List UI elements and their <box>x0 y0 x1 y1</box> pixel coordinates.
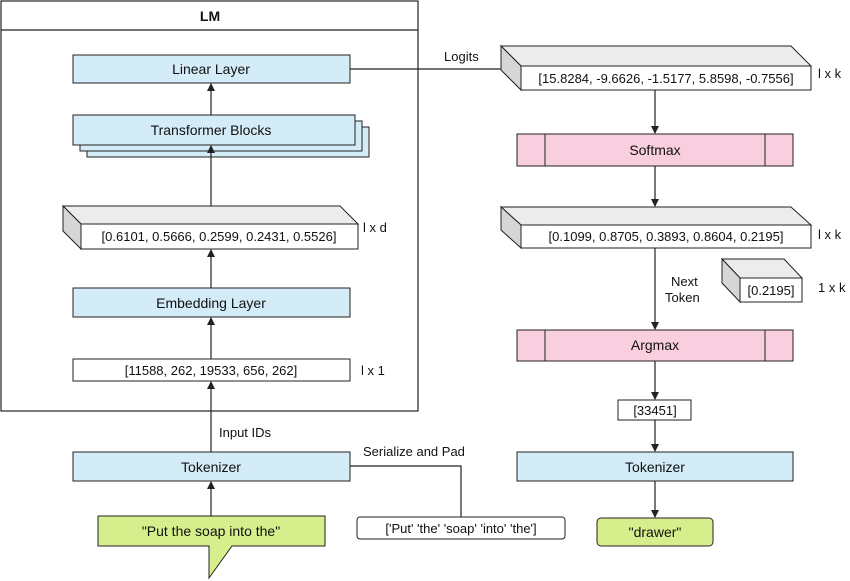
hidden-state-dim: l x d <box>363 220 387 235</box>
tokenizer-left-label: Tokenizer <box>181 459 241 475</box>
prompt-bubble: "Put the soap into the" <box>97 515 326 580</box>
input-ids-dim: l x 1 <box>361 363 385 378</box>
probabilities-values: [0.1099, 0.8705, 0.3893, 0.8604, 0.2195] <box>549 229 784 244</box>
logits-dim: l x k <box>818 66 842 81</box>
result-text: "drawer" <box>629 524 682 540</box>
argmax-label: Argmax <box>631 337 679 353</box>
next-token-label-line2: Token <box>665 290 700 305</box>
hidden-state-vector: [0.6101, 0.5666, 0.2599, 0.2431, 0.5526] <box>61 204 360 251</box>
probabilities-dim: l x k <box>818 227 842 242</box>
embedding-layer-box: Embedding Layer <box>72 287 351 318</box>
next-token-dim: 1 x k <box>818 280 846 295</box>
logits-values: [15.8284, -9.6626, -1.5177, 5.8598, -0.7… <box>538 71 793 86</box>
next-token-label-line1: Next <box>671 274 698 289</box>
input-ids-label: Input IDs <box>219 425 272 440</box>
transformer-blocks-stack: Transformer Blocks <box>72 114 370 158</box>
linear-layer-box: Linear Layer <box>72 54 351 84</box>
tokenizer-box-right: Tokenizer <box>516 451 794 482</box>
input-ids-vector: [11588, 262, 19533, 656, 262] <box>72 358 351 382</box>
tokenizer-right-label: Tokenizer <box>625 459 685 475</box>
input-ids-values: [11588, 262, 19533, 656, 262] <box>125 363 298 378</box>
prompt-text: "Put the soap into the" <box>142 523 280 539</box>
transformer-blocks-label: Transformer Blocks <box>151 122 272 138</box>
next-token-vector: [0.2195] <box>720 257 804 304</box>
serialized-tokens-text: ['Put' 'the' 'soap' 'into' 'the'] <box>385 521 536 536</box>
result-box: "drawer" <box>596 517 714 547</box>
probabilities-vector: [0.1099, 0.8705, 0.3893, 0.8604, 0.2195] <box>499 205 813 250</box>
embedding-layer-label: Embedding Layer <box>156 295 266 311</box>
lm-title: LM <box>200 8 220 24</box>
next-token-value: [0.2195] <box>748 283 795 298</box>
token-id-value: [33451] <box>633 403 676 418</box>
logits-label: Logits <box>444 49 479 64</box>
token-id-box: [33451] <box>617 399 692 421</box>
argmax-box: Argmax <box>516 329 794 362</box>
serialize-label: Serialize and Pad <box>363 444 465 459</box>
linear-layer-label: Linear Layer <box>172 61 250 77</box>
tokenizer-box-left: Tokenizer <box>72 451 351 482</box>
logits-vector: [15.8284, -9.6626, -1.5177, 5.8598, -0.7… <box>499 44 813 92</box>
softmax-box: Softmax <box>516 133 794 167</box>
hidden-state-values: [0.6101, 0.5666, 0.2599, 0.2431, 0.5526] <box>102 229 337 244</box>
softmax-label: Softmax <box>629 142 680 158</box>
serialized-tokens-box: ['Put' 'the' 'soap' 'into' 'the'] <box>356 516 566 540</box>
